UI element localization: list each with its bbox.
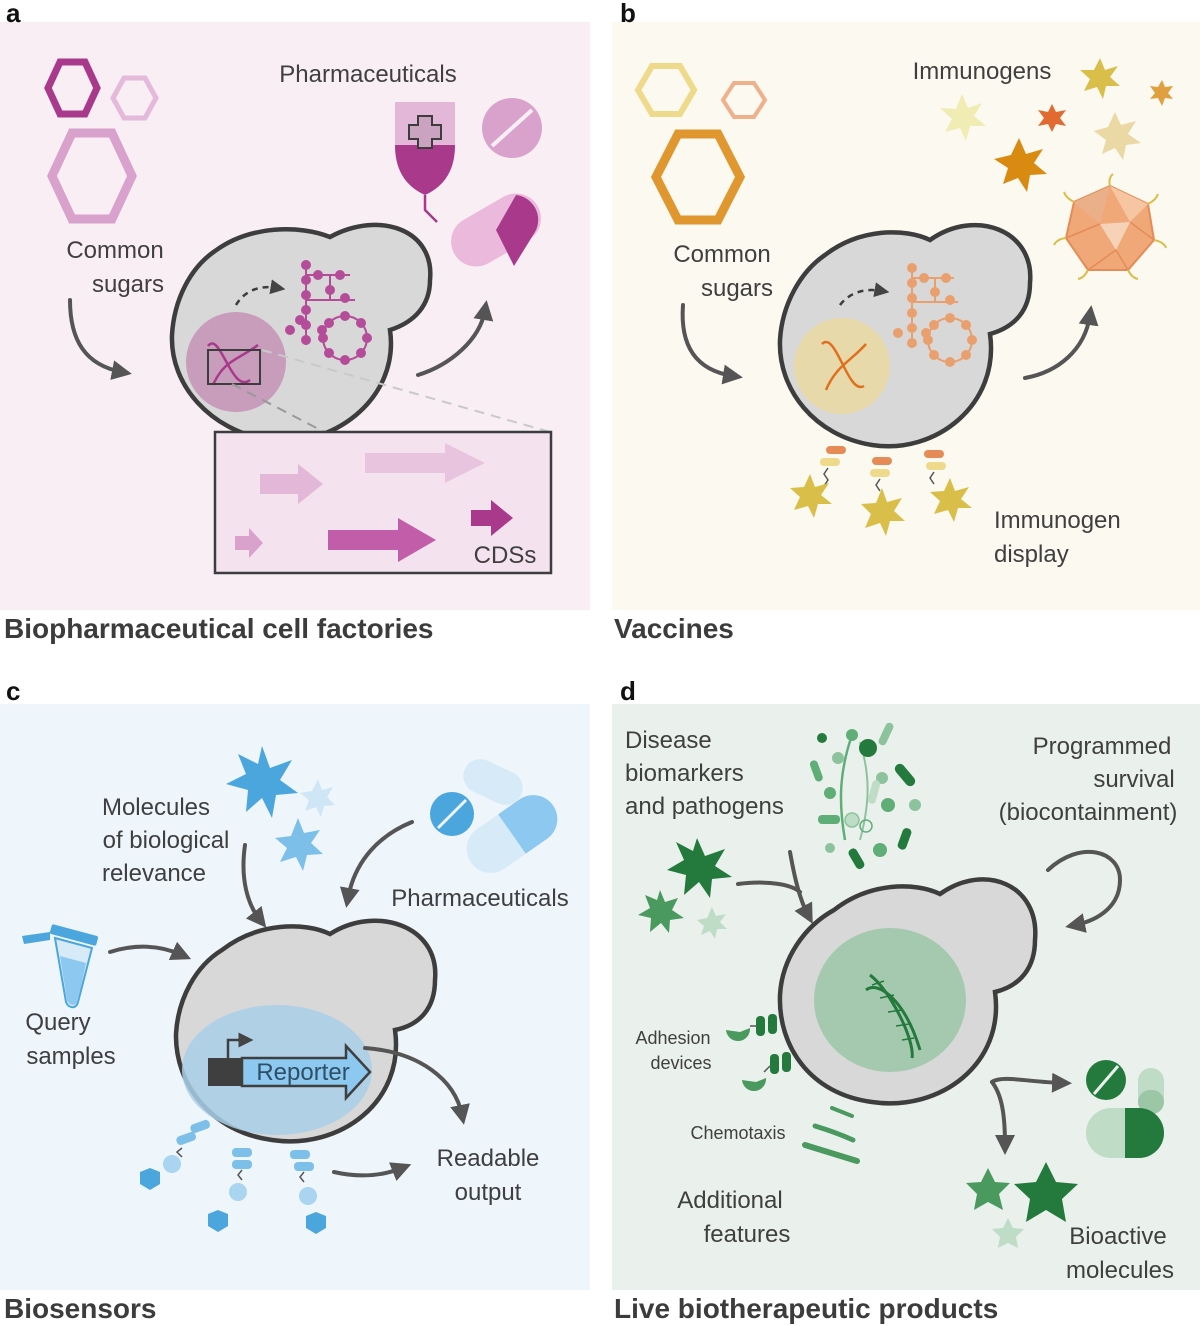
bioactive-output-arrow (990, 1072, 1072, 1093)
survival-label-line1: Programmed (1033, 733, 1172, 760)
molecules-label-line2: of biological (103, 827, 230, 854)
readable-output-label-line1: Readable (437, 1145, 540, 1172)
sugars-label-line1: Common (66, 237, 163, 264)
iv-bag-icon (395, 102, 455, 223)
pathogen-cluster-icon (809, 722, 921, 870)
chemotaxis-label: Chemotaxis (690, 1123, 785, 1143)
bioactive-label-line1: Bioactive (1069, 1223, 1166, 1250)
virus-particle-icon (1053, 173, 1167, 280)
panel-a-letter: a (6, 0, 21, 28)
panel-b-letter: b (620, 0, 636, 28)
chemotaxis-icon (802, 1106, 860, 1164)
sugars-label-line2: sugars (92, 271, 164, 298)
bioactive-label-line2: molecules (1066, 1257, 1174, 1284)
sample-tube-icon (22, 924, 99, 1009)
immunogen-display-label-line1: Immunogen (994, 507, 1121, 534)
panel-d-letter: d (620, 676, 636, 706)
sugars-label-line2: sugars (701, 275, 773, 302)
sugar-uptake-arrow (68, 298, 132, 380)
panel-c-title: Biosensors (4, 1293, 157, 1324)
biocontainment-loop-arrow (1046, 850, 1123, 933)
pharmaceuticals-label: Pharmaceuticals (391, 885, 568, 912)
pharmaceuticals-label: Pharmaceuticals (279, 61, 456, 88)
molecules-label-line3: relevance (102, 860, 206, 887)
biomarker-star-icons (638, 838, 732, 939)
biomarker-arrow (788, 850, 813, 924)
immunogens-label: Immunogens (913, 58, 1052, 85)
additional-features-label-line2: features (704, 1221, 791, 1248)
molecule-star-icons (226, 746, 335, 871)
immunogen-display-label-line2: display (994, 541, 1069, 568)
dna-icon (207, 342, 259, 386)
nucleus (186, 312, 286, 412)
query-samples-label-line2: samples (26, 1043, 115, 1070)
reporter-output-arrow (363, 1046, 470, 1125)
pharmaceuticals-arrow (339, 820, 414, 908)
cds-label: CDSs (474, 542, 537, 569)
reporter-construct (208, 1032, 372, 1102)
receptor-output-arrow (332, 1162, 412, 1181)
pharmaceutical-icons (430, 759, 558, 873)
readable-output-label-line2: output (455, 1179, 522, 1206)
disease-label-line3: and pathogens (625, 793, 784, 820)
capsule-icon (451, 193, 541, 267)
pathway-dashed-arrow (234, 279, 286, 306)
dna-icon (865, 973, 922, 1059)
molecules-arrow (241, 843, 267, 928)
query-samples-arrow (108, 941, 192, 960)
surface-displayed-immunogens (790, 446, 972, 536)
panel-c: c Molecules of biological relevance Phar… (0, 676, 590, 1324)
survival-label-line2: survival (1093, 766, 1174, 793)
tablet-icon (482, 98, 542, 158)
bioactive-pharmaceutical-icons (1086, 1060, 1164, 1158)
panel-b-title: Vaccines (614, 613, 734, 644)
disease-label-line2: biomarkers (625, 760, 744, 787)
pathway-dashed-arrow (839, 282, 890, 306)
survival-label-line3: (biocontainment) (999, 799, 1178, 826)
sugar-hexagons (634, 63, 768, 225)
metabolic-network (893, 263, 977, 367)
bioactive-output-arrow-down (990, 1080, 1015, 1155)
metabolic-network (285, 260, 372, 365)
sugar-hexagons (44, 58, 159, 224)
molecules-label-line1: Molecules (102, 794, 210, 821)
panel-b: b Common sugars (612, 0, 1200, 644)
disease-label-line1: Disease (625, 727, 712, 754)
additional-features-label-line1: Additional (677, 1187, 782, 1214)
dna-icon (821, 340, 867, 391)
product-export-arrow (1023, 305, 1099, 380)
adhesion-label-line1: Adhesion (635, 1028, 710, 1048)
panel-d: d Disease biomarkers and pathogens (612, 676, 1200, 1324)
product-export-arrow (416, 300, 494, 377)
sugars-label-line1: Common (673, 241, 770, 268)
query-samples-label-line1: Query (25, 1009, 90, 1036)
adhesion-devices-icon (726, 1014, 791, 1092)
surface-receptors (140, 1119, 326, 1234)
immunogen-star-icons (940, 58, 1173, 192)
cds-arrows (235, 443, 513, 562)
panel-a: a Common sugars (0, 0, 590, 644)
reporter-label: Reporter (256, 1059, 349, 1086)
adhesion-label-line2: devices (650, 1053, 711, 1073)
panel-c-letter: c (6, 676, 20, 706)
panel-a-title: Biopharmaceutical cell factories (4, 613, 434, 644)
bioactive-star-icons (966, 1162, 1078, 1248)
panel-d-title: Live biotherapeutic products (614, 1293, 998, 1324)
sugar-uptake-arrow (680, 303, 743, 385)
